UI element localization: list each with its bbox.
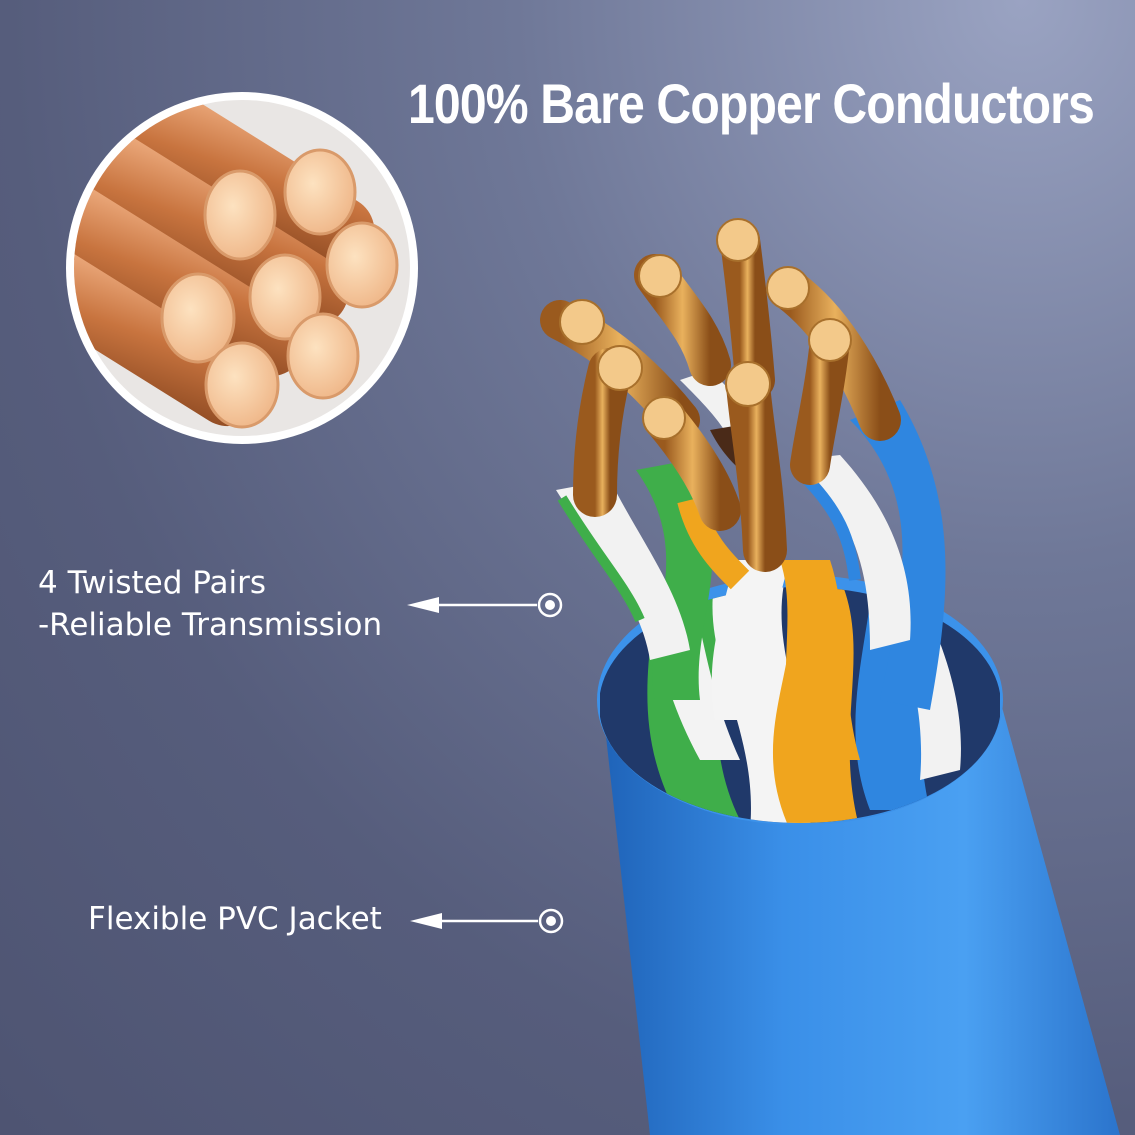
twisted-pairs-pointer xyxy=(407,592,563,618)
cat-cable-illustration xyxy=(540,218,1120,1135)
target-ring-icon xyxy=(537,592,563,618)
arrow-left-icon xyxy=(410,913,538,929)
pvc-jacket-pointer xyxy=(410,908,564,934)
twisted-pairs-label-line1: 4 Twisted Pairs xyxy=(38,565,267,601)
twisted-pairs-label-line2: -Reliable Transmission xyxy=(38,607,383,643)
target-ring-icon xyxy=(538,908,564,934)
pvc-jacket-label: Flexible PVC Jacket xyxy=(88,901,382,937)
arrow-left-icon xyxy=(407,597,537,613)
copper-strands-magnifier xyxy=(66,92,418,444)
headline: 100% Bare Copper Conductors xyxy=(408,72,1095,135)
copper-strand-bundles xyxy=(540,218,901,572)
twisted-pairs-label: 4 Twisted Pairs -Reliable Transmission xyxy=(38,562,382,646)
